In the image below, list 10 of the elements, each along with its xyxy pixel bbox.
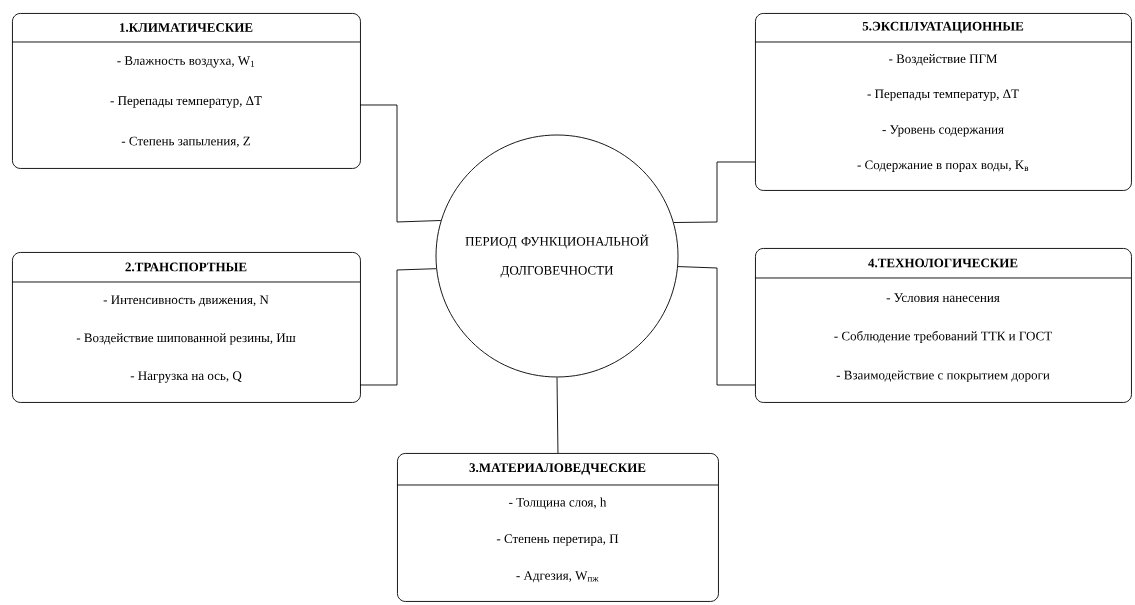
category-box: 4.ТЕХНОЛОГИЧЕСКИЕ - Условия нанесения - Соблюдение требований ТТК и ГОСТ - Взаимодействие с покрытием дороги: [754, 248, 1132, 403]
connector-line: [673, 161, 756, 223]
connector-line: [677, 266, 756, 386]
category-box: 1.КЛИМАТИЧЕСКИЕ - Влажность воздуха, W$_{1}$ - Перепады температур, ΔT - Степень запыления, Z: [11, 13, 361, 169]
category-box: 5.ЭКСПЛУАТАЦИОННЫЕ - Воздействие ПГМ - Перепады температур, ΔT - Уровень содержания - Содержание в порах воды, K$_{в}$: [754, 13, 1132, 191]
category-box: 2.ТРАНСПОРТНЫЕ - Интенсивность движения, N - Воздействие шипованной резины, Иш - Нагрузка на ось, Q: [11, 252, 361, 403]
connector-line: [359, 104, 442, 223]
connector-line: [556, 377, 559, 454]
category-box: 3.МАТЕРИАЛОВЕДЧЕСКИЕ - Толщина слоя, h - Степень перетира, П - Адгезия, W$_{пж}$: [396, 453, 719, 602]
connector-line: [359, 268, 437, 386]
